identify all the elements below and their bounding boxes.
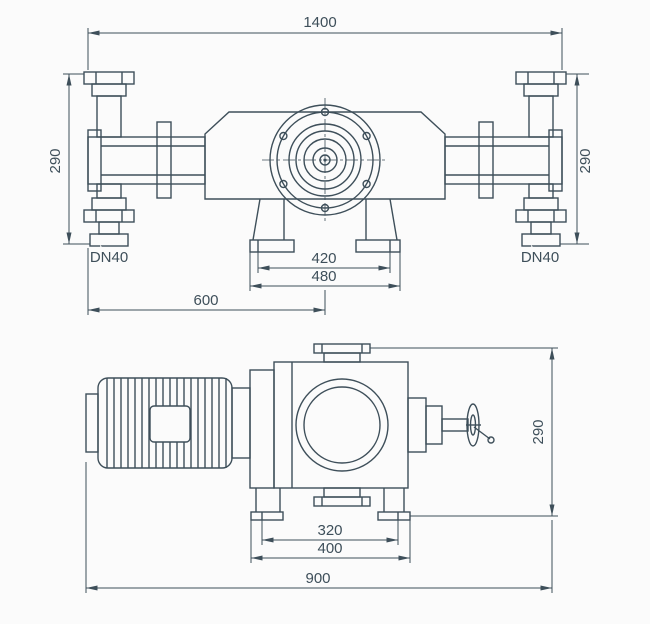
bolt-hole [362,179,371,189]
dim-overall-width-label: 1400 [303,14,336,31]
dim-foot-width-top: 480 [249,252,401,291]
dim-overall-length: 900 [85,462,553,593]
dim-foot-width-top-label: 480 [311,268,336,285]
coupling-housing [231,369,275,489]
bolt-hole [320,107,330,117]
front-view: 290 320 400 900 [85,343,558,593]
dim-height-left-label: 290 [47,148,64,173]
stroke-adjuster [407,397,495,453]
flange-label-right: DN40 [521,249,559,266]
pipe-assembly-left [83,71,206,247]
pump-head-front [273,343,409,507]
bolt-hole [362,131,371,141]
pump-head-circles [262,98,388,222]
pipe-assembly-right [444,71,567,247]
dim-height-left: 290 [45,73,90,245]
flange-label-left: DN40 [90,249,128,266]
dim-foot-width-front: 400 [250,520,411,563]
dim-foot-bolt-span-top-label: 420 [311,250,336,267]
motor [85,377,233,469]
dim-height-front-label: 290 [530,419,547,444]
bolt-hole [279,131,288,141]
dim-overall-width: 1400 [87,12,563,70]
pump-housing-top [204,111,446,253]
top-view: 1400 290 290 DN40 DN40 420 [45,12,597,315]
motor-nameplate [149,405,191,443]
handwheel-knob [487,436,495,444]
dim-inlet-to-center: 600 [87,248,326,315]
dim-height-front: 290 [370,347,558,517]
dim-foot-bolt-span-top: 420 [257,248,391,273]
dim-height-right-label: 290 [577,148,594,173]
dim-overall-length-label: 900 [305,570,330,587]
bolt-hole [320,203,330,213]
bolt-hole [279,179,288,189]
support-legs [250,488,411,521]
dim-inlet-to-center-label: 600 [193,292,218,309]
dim-foot-bolt-span-front: 320 [261,520,399,545]
dim-foot-bolt-span-front-label: 320 [317,522,342,539]
dim-foot-width-front-label: 400 [317,540,342,557]
dim-height-right: 290 [560,73,597,245]
